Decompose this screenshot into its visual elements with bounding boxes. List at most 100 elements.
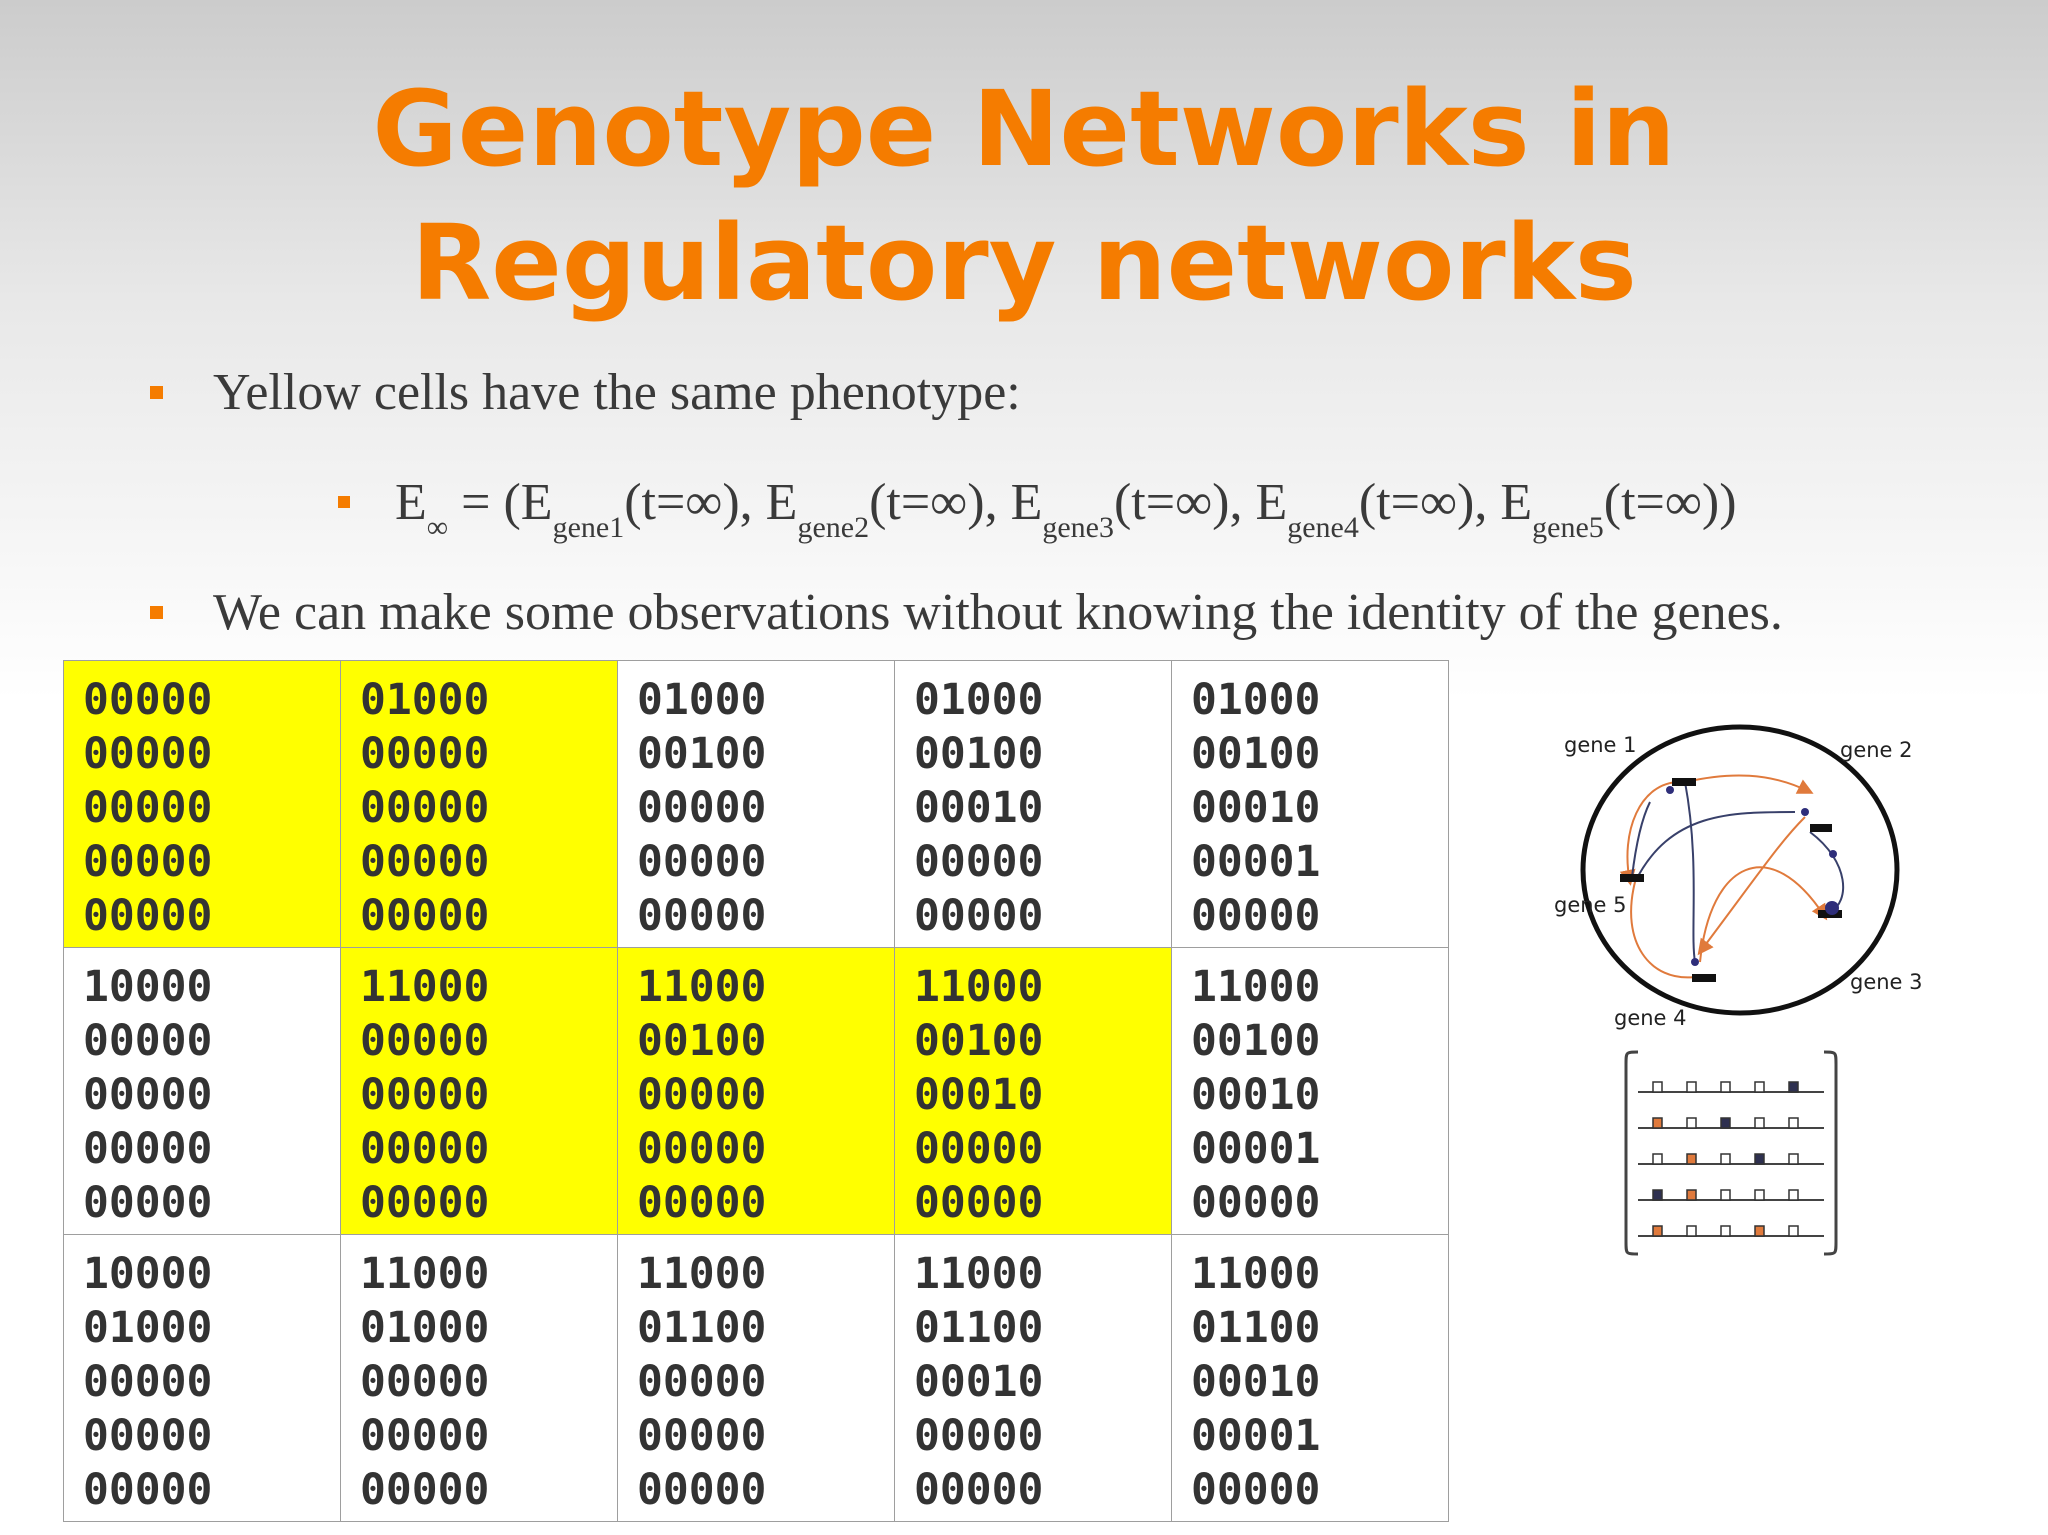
matrix-square	[1788, 1225, 1799, 1237]
genotype-row: 00000	[637, 1465, 767, 1515]
genotype-row: 01000	[1191, 675, 1321, 725]
gene5-node	[1620, 874, 1644, 882]
matrix-square	[1686, 1225, 1697, 1237]
network-circle	[1580, 724, 1900, 1016]
genotype-row: 00000	[360, 1411, 490, 1461]
genotype-row: 00010	[914, 1357, 1044, 1407]
genotype-row: 11000	[914, 962, 1044, 1012]
matrix-square	[1788, 1081, 1799, 1093]
bullet-yellow-cells: Yellow cells have the same phenotype:	[150, 360, 1021, 426]
genotype-row: 11000	[637, 962, 767, 1012]
gene-labels: gene 1 gene 2 gene 3 gene 4 gene 5	[1554, 733, 1923, 1030]
genotype-row: 11000	[914, 1249, 1044, 1299]
genotype-row: 00000	[360, 1124, 490, 1174]
genotype-row: 00000	[637, 1070, 767, 1120]
genotype-row: 00000	[637, 1178, 767, 1228]
genotype-row: 01100	[1191, 1303, 1321, 1353]
bullet-observations: We can make some observations without kn…	[150, 580, 1783, 646]
matrix-square	[1720, 1225, 1731, 1237]
figure-background	[1550, 712, 1930, 1012]
genotype-row: 00000	[83, 1070, 213, 1120]
genotype-row: 00000	[83, 1357, 213, 1407]
genotype-row: 11000	[360, 1249, 490, 1299]
genotype-row: 00000	[360, 837, 490, 887]
genotype-row: 00100	[1191, 729, 1321, 779]
genotype-row: 00000	[637, 891, 767, 941]
title-line-1: Genotype Networks in	[372, 68, 1676, 190]
genotype-row: 00010	[914, 1070, 1044, 1120]
matrix-square	[1720, 1189, 1731, 1201]
matrix-square	[1686, 1189, 1697, 1201]
matrix-square	[1788, 1153, 1799, 1165]
genotype-row: 01000	[637, 675, 767, 725]
gene-4-label: gene 4	[1614, 1006, 1687, 1030]
genotype-row: 00000	[360, 891, 490, 941]
title-line-2: Regulatory networks	[411, 202, 1637, 324]
matrix-square	[1788, 1117, 1799, 1129]
genotype-row: 00100	[914, 729, 1044, 779]
genotype-row: 00000	[83, 729, 213, 779]
matrix-square	[1686, 1081, 1697, 1093]
genotype-row: 00000	[360, 1357, 490, 1407]
slide-title: Genotype Networks in Regulatory networks	[0, 62, 2048, 330]
genotype-row: 00000	[360, 729, 490, 779]
genotype-row: 00000	[914, 837, 1044, 887]
matrix-square	[1720, 1117, 1731, 1129]
genotype-row: 01000	[360, 1303, 490, 1353]
genotype-row: 00000	[83, 1124, 213, 1174]
genotype-row: 00010	[914, 783, 1044, 833]
gene-2-label: gene 2	[1840, 738, 1913, 762]
genotype-row: 00000	[1191, 1465, 1321, 1515]
genotype-row: 10000	[83, 1249, 213, 1299]
genotype-row: 00000	[1191, 1178, 1321, 1228]
bullet-square-icon	[150, 386, 163, 399]
genotype-row: 00100	[1191, 1016, 1321, 1066]
gene2-node	[1810, 824, 1832, 832]
genotype-row: 00000	[637, 1357, 767, 1407]
bullet-square-icon	[150, 606, 163, 619]
matrix-square	[1686, 1153, 1697, 1165]
genotype-row: 00000	[637, 783, 767, 833]
matrix-square	[1652, 1189, 1663, 1201]
genotype-row: 00000	[637, 1411, 767, 1461]
bullet-text: We can make some observations without kn…	[213, 584, 1783, 641]
matrix-square	[1652, 1225, 1663, 1237]
genotype-row: 11000	[1191, 1249, 1321, 1299]
genotype-row: 00000	[637, 837, 767, 887]
matrix-square	[1754, 1225, 1765, 1237]
regulatory-network-figure: gene 1 gene 2 gene 3 gene 4 gene 5	[1550, 712, 1930, 1256]
matrix-square	[1652, 1117, 1663, 1129]
genotype-row: 00001	[1191, 837, 1321, 887]
genotype-row: 00100	[637, 1016, 767, 1066]
gene-nodes	[1620, 778, 1842, 982]
genotype-row: 00000	[914, 891, 1044, 941]
bullet-square-icon	[338, 496, 350, 508]
matrix-square	[1652, 1081, 1663, 1093]
genotype-row: 00000	[83, 783, 213, 833]
genotype-row: 00001	[1191, 1411, 1321, 1461]
genotype-row: 00010	[1191, 1357, 1321, 1407]
